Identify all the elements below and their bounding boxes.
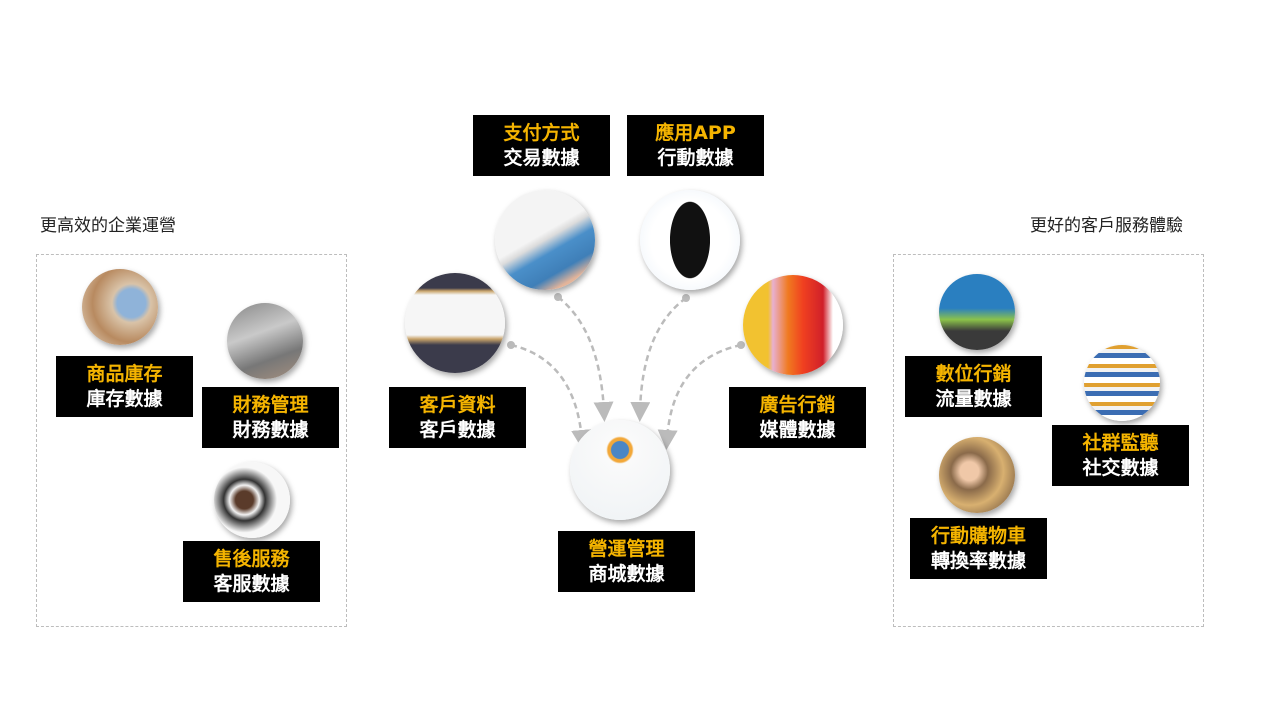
label-subtitle: 社交數據 bbox=[1082, 456, 1159, 479]
label-title: 財務管理 bbox=[232, 393, 309, 416]
label-subtitle: 媒體數據 bbox=[759, 418, 836, 441]
shopping-bags-photo bbox=[743, 275, 843, 375]
customer-profile-photo bbox=[405, 273, 505, 373]
finance-office-photo bbox=[227, 303, 303, 379]
left-panel-title: 更高效的企業運營 bbox=[40, 216, 176, 236]
label-advertising: 廣告行銷媒體數據 bbox=[729, 387, 866, 448]
label-title: 售後服務 bbox=[213, 547, 290, 570]
arrow-advertising bbox=[657, 343, 742, 450]
mobile-cart-photo bbox=[939, 437, 1015, 513]
arrow-app bbox=[630, 296, 687, 422]
label-subtitle: 客服數據 bbox=[213, 572, 290, 595]
label-operations: 營運管理商城數據 bbox=[558, 531, 695, 592]
label-subtitle: 庫存數據 bbox=[86, 387, 163, 410]
mobile-app-photo bbox=[640, 190, 740, 290]
label-social-listening: 社群監聽社交數據 bbox=[1052, 425, 1189, 486]
digital-marketing-photo bbox=[939, 274, 1015, 350]
label-title: 客戶資料 bbox=[419, 393, 496, 416]
label-subtitle: 財務數據 bbox=[232, 418, 309, 441]
label-mobile-cart: 行動購物車轉換率數據 bbox=[910, 518, 1047, 579]
label-subtitle: 商城數據 bbox=[588, 562, 665, 585]
label-title: 數位行銷 bbox=[935, 362, 1012, 385]
label-subtitle: 行動數據 bbox=[657, 146, 734, 169]
label-payment: 支付方式交易數據 bbox=[473, 115, 610, 176]
label-subtitle: 轉換率數據 bbox=[930, 549, 1026, 572]
payment-keyboard-photo bbox=[495, 190, 595, 290]
label-subtitle: 交易數據 bbox=[503, 146, 580, 169]
left-panel bbox=[36, 254, 347, 627]
inventory-photo bbox=[82, 269, 158, 345]
label-customer: 客戶資料客戶數據 bbox=[389, 387, 526, 448]
label-finance: 財務管理財務數據 bbox=[202, 387, 339, 448]
label-title: 應用APP bbox=[655, 121, 736, 144]
label-title: 支付方式 bbox=[503, 121, 580, 144]
right-panel bbox=[893, 254, 1204, 627]
label-title: 社群監聽 bbox=[1082, 431, 1159, 454]
after-sales-photo bbox=[214, 462, 290, 538]
arrow-payment bbox=[557, 296, 614, 422]
label-subtitle: 流量數據 bbox=[935, 387, 1012, 410]
right-panel-title: 更好的客戶服務體驗 bbox=[1030, 216, 1183, 236]
label-title: 營運管理 bbox=[588, 537, 665, 560]
label-title: 商品庫存 bbox=[86, 362, 163, 385]
label-subtitle: 客戶數據 bbox=[419, 418, 496, 441]
label-digital-marketing: 數位行銷流量數據 bbox=[905, 356, 1042, 417]
label-title: 行動購物車 bbox=[930, 524, 1026, 547]
social-listening-photo bbox=[1084, 345, 1160, 421]
label-inventory: 商品庫存庫存數據 bbox=[56, 356, 193, 417]
label-title: 廣告行銷 bbox=[759, 393, 836, 416]
arrow-customer bbox=[510, 343, 592, 450]
label-after-sales: 售後服務客服數據 bbox=[183, 541, 320, 602]
operations-dashboard-photo bbox=[570, 420, 670, 520]
